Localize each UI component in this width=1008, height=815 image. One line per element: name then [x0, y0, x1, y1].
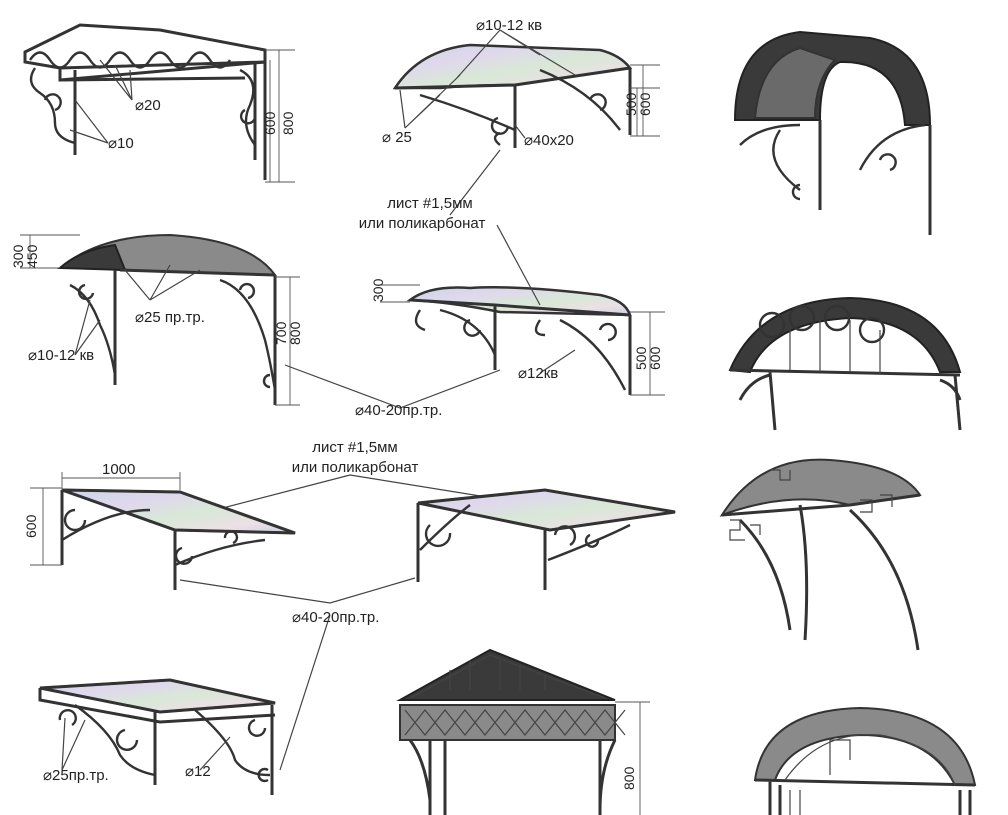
canopy-8-flat-sloped: [30, 472, 296, 590]
canopy-2-arched: [392, 29, 660, 148]
canopy-7-greek-arch: [719, 458, 922, 651]
label-c1-d10: ⌀10: [108, 135, 134, 152]
label-c8-h800: 800: [621, 766, 637, 790]
canopy-5-arched-scroll: [380, 284, 665, 396]
canopy-1-ornate-frame: [23, 23, 295, 183]
dimension-labels: ⌀20 ⌀10 600 800 ⌀10-12 кв ⌀ 25 ⌀40x20 50…: [10, 17, 663, 790]
label-c4-h600: 600: [647, 346, 663, 370]
label-c4-h300: 300: [370, 278, 386, 302]
label-c3-h450: 450: [24, 244, 40, 268]
canopy-3-dark-arch: [733, 30, 932, 235]
label-pipe2: ⌀40-20пр.тр.: [292, 609, 379, 626]
canopy-12-round-arch: [753, 706, 977, 815]
label-pipe1: ⌀40-20пр.тр.: [355, 402, 442, 419]
label-c1-h600: 600: [262, 111, 278, 135]
label-c3-d1012: ⌀10-12 кв: [28, 347, 94, 364]
label-c2-d40x20: ⌀40x20: [524, 132, 574, 149]
label-c3-d25: ⌀25 пр.тр.: [135, 309, 205, 326]
label-c3-h700: 700: [273, 321, 289, 345]
label-c7-d12: ⌀12: [185, 763, 211, 780]
label-sheet1-line2: или поликарбонат: [359, 215, 486, 232]
label-c1-h800: 800: [280, 111, 296, 135]
label-c4-h500: 500: [633, 346, 649, 370]
label-c2-h500: 500: [623, 92, 639, 116]
canopy-11-gable-lattice: [396, 648, 650, 815]
label-c2-h600: 600: [637, 92, 653, 116]
label-c2-d25: ⌀ 25: [382, 129, 412, 146]
label-sheet2-line2: или поликарбонат: [292, 459, 419, 476]
label-c3-h800: 800: [287, 321, 303, 345]
label-sheet1-line1: лист #1,5мм: [387, 195, 473, 212]
label-c4-d12: ⌀12кв: [518, 365, 558, 382]
label-c1-d20: ⌀20: [135, 97, 161, 114]
canopy-10-rectangular: [38, 678, 276, 795]
leader-lines: [179, 149, 556, 771]
canopy-4-grey-arch: [20, 233, 300, 406]
label-c2-d1012: ⌀10-12 кв: [476, 17, 542, 34]
label-sheet2-line1: лист #1,5мм: [312, 439, 398, 456]
label-c5-w1000: 1000: [102, 461, 135, 478]
label-c7-d25: ⌀25пр.тр.: [43, 767, 109, 784]
canopy-9-flat-sloped: [416, 488, 676, 590]
canopy-6-circle-arch: [728, 296, 962, 431]
label-c5-h600: 600: [23, 514, 39, 538]
label-c3-h300: 300: [10, 244, 26, 268]
